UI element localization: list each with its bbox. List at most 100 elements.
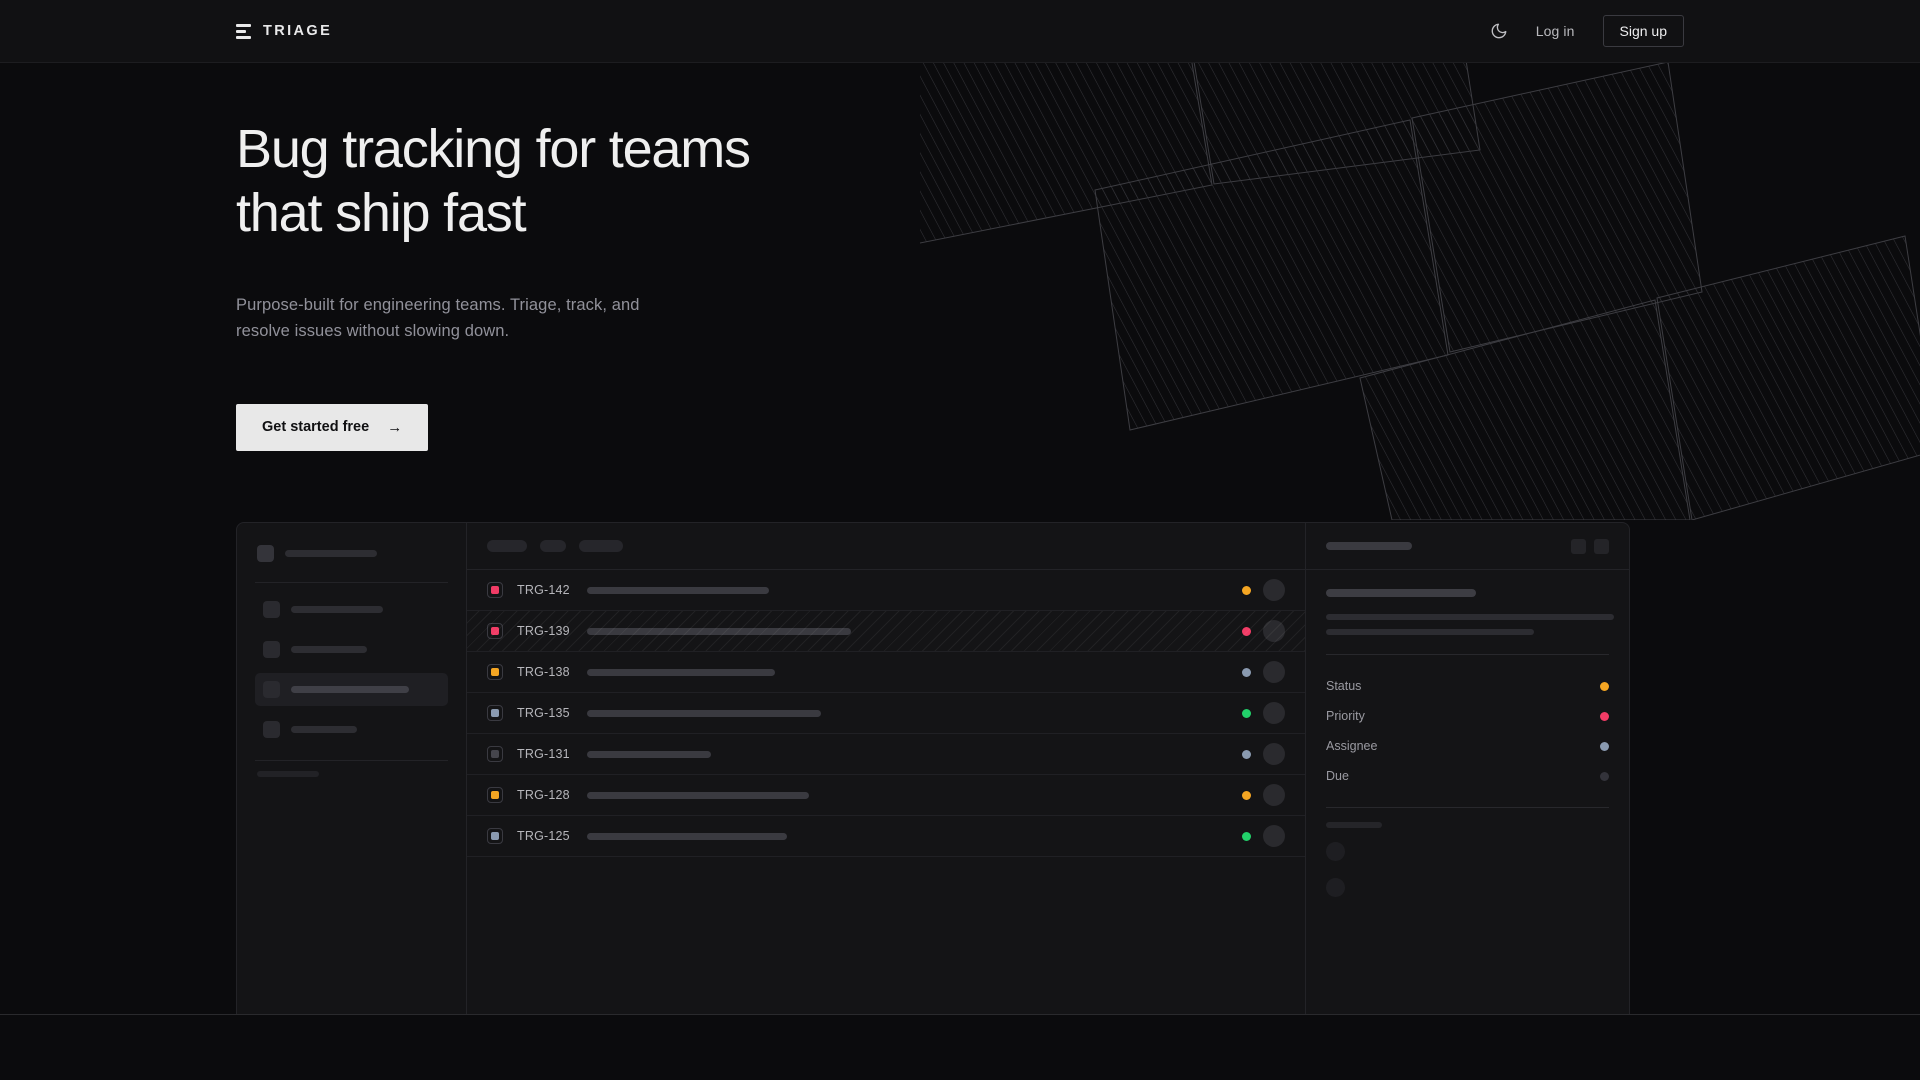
arrow-right-icon: → [387, 418, 403, 436]
issue-title-placeholder [587, 791, 809, 799]
cta-label: Get started free [262, 419, 370, 436]
sidebar-item-label [291, 646, 367, 653]
detail-text-line-0 [1326, 614, 1614, 620]
app-sidebar [237, 523, 467, 1014]
sidebar-item-icon [263, 681, 280, 698]
issue-id: TRG-128 [517, 788, 570, 802]
list-toolbar [467, 523, 1305, 570]
moon-icon[interactable] [1490, 22, 1508, 40]
workspace-name-placeholder [285, 550, 377, 557]
detail-activity-avatars [1326, 842, 1609, 897]
detail-issue-title-placeholder [1326, 589, 1476, 597]
table-row[interactable]: TRG-135 [467, 693, 1305, 734]
login-button[interactable]: Log in [1535, 23, 1575, 39]
sidebar-project-dots [255, 795, 448, 855]
status-badge [1242, 667, 1251, 677]
sidebar-project-0[interactable] [255, 795, 448, 815]
issue-title-placeholder [587, 668, 775, 676]
activity-avatar-1 [1326, 878, 1345, 897]
sidebar-item-1[interactable] [255, 633, 448, 666]
detail-action-button-1[interactable] [1594, 538, 1609, 554]
sidebar-item-0[interactable] [255, 593, 448, 626]
hatched-panels-graphic [920, 0, 1920, 520]
detail-field-value-dot [1600, 741, 1609, 751]
detail-field-priority[interactable]: Priority [1326, 701, 1609, 731]
sidebar-item-icon [263, 601, 280, 618]
filter-chip-2[interactable] [579, 540, 623, 552]
page-title: Bug tracking for teams that ship fast [236, 119, 751, 243]
sidebar-nav-list [255, 593, 448, 746]
issue-id: TRG-142 [517, 583, 570, 597]
avatar[interactable] [1263, 661, 1285, 683]
status-badge [1242, 626, 1251, 636]
workspace-switcher[interactable] [255, 539, 448, 568]
activity-avatar-0 [1326, 842, 1345, 861]
issue-title-placeholder [587, 832, 787, 840]
logo-bars-icon [236, 23, 251, 39]
status-badge [1242, 831, 1251, 841]
issue-id: TRG-135 [517, 706, 570, 720]
filter-chip-1[interactable] [540, 540, 566, 552]
issue-row-meta [1242, 702, 1285, 724]
sidebar-item-icon [263, 721, 280, 738]
status-badge [1242, 708, 1251, 718]
top-navbar: TRIAGE Log in Sign up [0, 0, 1920, 63]
sidebar-project-1[interactable] [255, 815, 448, 835]
table-row[interactable]: TRG-131 [467, 734, 1305, 775]
avatar[interactable] [1263, 784, 1285, 806]
issue-row-meta [1242, 661, 1285, 683]
brand-logo[interactable]: TRIAGE [236, 23, 332, 39]
issue-title-placeholder [587, 750, 711, 758]
table-row[interactable]: TRG-138 [467, 652, 1305, 693]
table-row[interactable]: TRG-128 [467, 775, 1305, 816]
detail-activity-label [1326, 822, 1382, 828]
avatar[interactable] [1263, 825, 1285, 847]
filter-chip-0[interactable] [487, 540, 527, 552]
issue-title-placeholder [587, 627, 851, 635]
avatar[interactable] [1263, 579, 1285, 601]
sidebar-item-label [291, 606, 383, 613]
issue-row-meta [1242, 825, 1285, 847]
avatar[interactable] [1263, 620, 1285, 642]
issue-id: TRG-125 [517, 829, 570, 843]
issue-id: TRG-138 [517, 665, 570, 679]
table-row[interactable]: TRG-142 [467, 570, 1305, 611]
issue-row-meta [1242, 579, 1285, 601]
sidebar-divider-top [255, 582, 448, 583]
sidebar-item-3[interactable] [255, 713, 448, 746]
issue-type-badge [487, 664, 503, 680]
detail-field-value-dot [1600, 771, 1609, 781]
detail-field-label: Priority [1326, 709, 1365, 723]
sidebar-project-2[interactable] [255, 835, 448, 855]
detail-description-placeholder [1326, 614, 1614, 635]
avatar[interactable] [1263, 743, 1285, 765]
page-bottom-divider [0, 1014, 1920, 1015]
detail-field-status[interactable]: Status [1326, 671, 1609, 701]
detail-field-due[interactable]: Due [1326, 761, 1609, 791]
workspace-icon [257, 545, 274, 562]
hero-section: Bug tracking for teams that ship fast Pu… [236, 118, 751, 451]
detail-text-line-1 [1326, 629, 1534, 635]
navbar-actions: Log in Sign up [1490, 15, 1684, 47]
detail-header-actions [1571, 538, 1609, 554]
issue-id: TRG-131 [517, 747, 570, 761]
detail-divider-2 [1326, 807, 1609, 808]
detail-field-assignee[interactable]: Assignee [1326, 731, 1609, 761]
get-started-button[interactable]: Get started free → [236, 403, 429, 451]
detail-field-label: Due [1326, 769, 1349, 783]
detail-action-button-0[interactable] [1571, 538, 1586, 554]
status-badge [1242, 585, 1251, 595]
signup-button[interactable]: Sign up [1602, 15, 1684, 47]
avatar[interactable] [1263, 702, 1285, 724]
issue-type-badge [487, 746, 503, 762]
sidebar-item-2[interactable] [255, 673, 448, 706]
status-badge [1242, 749, 1251, 759]
table-row[interactable]: TRG-139 [467, 611, 1305, 652]
detail-field-value-dot [1600, 681, 1609, 691]
detail-divider-1 [1326, 654, 1609, 655]
table-row[interactable]: TRG-125 [467, 816, 1305, 857]
